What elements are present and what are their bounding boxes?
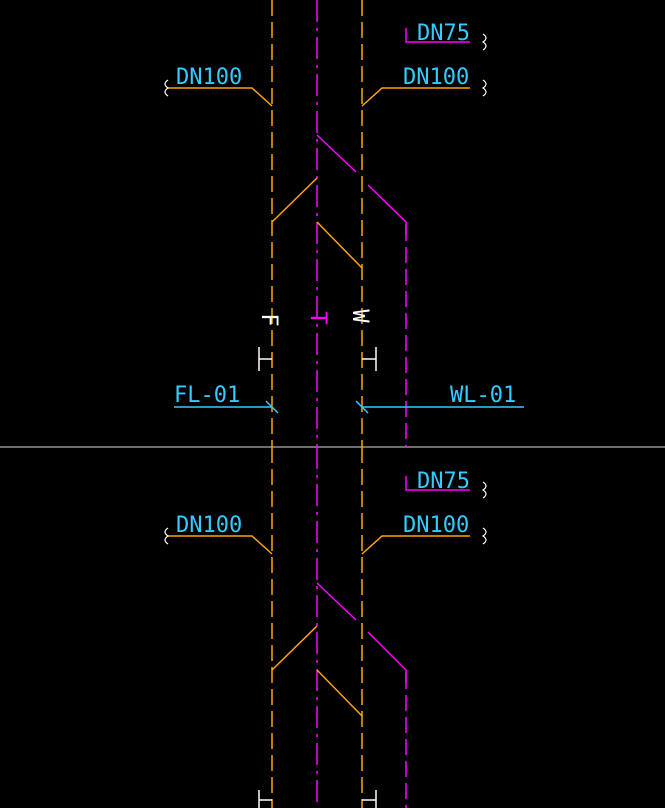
brace-dn100-right-bottom: [481, 527, 487, 545]
leader-dn75-bottom: [405, 476, 470, 491]
brace-dn100-left-bottom: [164, 527, 170, 545]
mark-f: F: [256, 313, 281, 326]
brace-dn75-bottom: [481, 481, 487, 499]
leader-dn75-top: [405, 28, 470, 43]
label-dn100-left-bottom: DN100: [176, 513, 242, 538]
label-dn75-top: DN75: [417, 21, 470, 46]
leader-dn100-right-bottom: [361, 535, 470, 555]
offset-fitting-magenta-right-bottom: [367, 631, 407, 683]
offset-fitting-magenta-bottom: [316, 582, 357, 621]
label-dn75-bottom: DN75: [417, 469, 470, 494]
label-dn100-left-top: DN100: [176, 65, 242, 90]
arrow-wl-01: [355, 400, 369, 414]
mark-t: T: [305, 311, 330, 324]
leader-dn100-left-top: [168, 87, 273, 107]
leader-dn100-left-bottom: [168, 535, 273, 555]
offset-fitting-magenta-top: [316, 134, 357, 173]
cleanout-symbol-right-bottom: [362, 790, 377, 808]
label-dn100-right-bottom: DN100: [403, 513, 469, 538]
label-fl-01: FL-01: [174, 383, 240, 408]
offset-fitting-orange-left-bottom: [271, 625, 318, 671]
cleanout-symbol-left-top: [258, 347, 272, 371]
offset-fitting-orange-left-top: [271, 177, 318, 223]
label-dn100-right-top: DN100: [403, 65, 469, 90]
offset-fitting-orange-mid-bottom: [316, 669, 363, 717]
brace-dn75-top: [481, 33, 487, 51]
label-wl-01: WL-01: [450, 383, 516, 408]
brace-dn100-left-top: [164, 79, 170, 97]
cleanout-symbol-left-bottom: [258, 790, 272, 808]
offset-fitting-orange-mid-top: [316, 221, 363, 269]
arrow-fl-01: [265, 400, 279, 414]
mark-w: W: [347, 309, 372, 323]
cleanout-symbol-right-top: [362, 347, 377, 371]
leader-dn100-right-top: [361, 87, 470, 107]
offset-fitting-magenta-right-top: [367, 184, 407, 235]
brace-dn100-right-top: [481, 79, 487, 97]
